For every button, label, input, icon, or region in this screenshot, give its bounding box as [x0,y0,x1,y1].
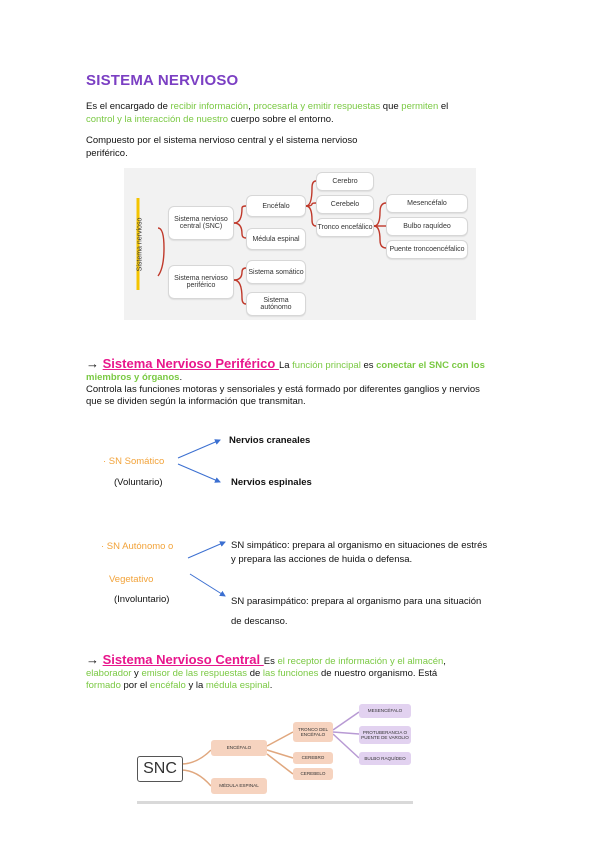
box-somatico: Sistema somático [246,260,306,284]
box-snc: Sistema nervioso central (SNC) [168,206,234,240]
page-title: SISTEMA NERVIOSO [86,72,239,89]
box-cerebro: Cerebro [316,172,374,191]
periferico-section: → Sistema Nervioso Periférico La función… [86,356,485,407]
snc-connectors [180,711,360,787]
snc-tronco: TRONCO DEL ENCÉFALO [293,722,333,742]
nervios-craneales: Nervios craneales [229,435,311,446]
box-snp: Sistema nervioso periférico [168,265,234,299]
snc-box: SNC [137,756,183,782]
sn-autonomo-sub: (Involuntario) [114,594,170,605]
snc-encefalo: ENCÉFALO [211,740,267,756]
snc-diagram: SNC ENCÉFALO MÉDULA ESPINAL TRONCO DEL E… [137,700,413,804]
box-bulbo: Bulbo raquídeo [386,217,468,236]
composed-paragraph: Compuesto por el sistema nervioso centra… [86,135,358,159]
nervous-system-diagram: Sistema nervioso Sistema nervioso centra… [124,168,476,320]
nervios-espinales: Nervios espinales [231,477,312,488]
snc-bulbo: BULBO RAQUÍDEO [359,752,411,765]
box-mesencefalo: Mesencéfalo [386,194,468,213]
snc-protuberancia: PROTUBERANCIA O PUENTE DE VAROLIO [359,726,411,744]
box-cerebelo: Cerebelo [316,195,374,214]
box-encefalo: Encéfalo [246,195,306,217]
diagram-connectors [136,180,387,305]
sn-autonomo-label: · SN Autónomo o [101,541,174,552]
snc-cerebelo: CEREBELO [293,768,333,780]
periferico-heading: Sistema Nervioso Periférico [102,356,279,371]
box-tronco: Tronco encefálico [316,218,374,237]
box-medula: Médula espinal [246,228,306,250]
snc-medula: MÉDULA ESPINAL [211,778,267,794]
snc-cerebro: CEREBRO [293,752,333,764]
central-heading: Sistema Nervioso Central [102,652,264,667]
box-autonomo: Sistema autónomo [246,292,306,316]
central-section: → Sistema Nervioso Central Es el recepto… [86,652,446,691]
sn-vegetativo-label: Vegetativo [109,574,154,585]
sn-parasimpatico-text: SN parasimpático: prepara al organismo p… [231,596,482,627]
sn-simpatico-text: SN simpático: prepara al organismo en si… [231,540,488,565]
intro-paragraph: Es el encargado de recibir información, … [86,101,449,125]
snc-mesencefalo: MESENCÉFALO [359,704,411,718]
sn-somatico-sub: (Voluntario) [114,477,163,488]
sn-somatico-label: · SN Somático [103,456,165,467]
box-puente: Puente troncoencéfalico [386,240,468,259]
